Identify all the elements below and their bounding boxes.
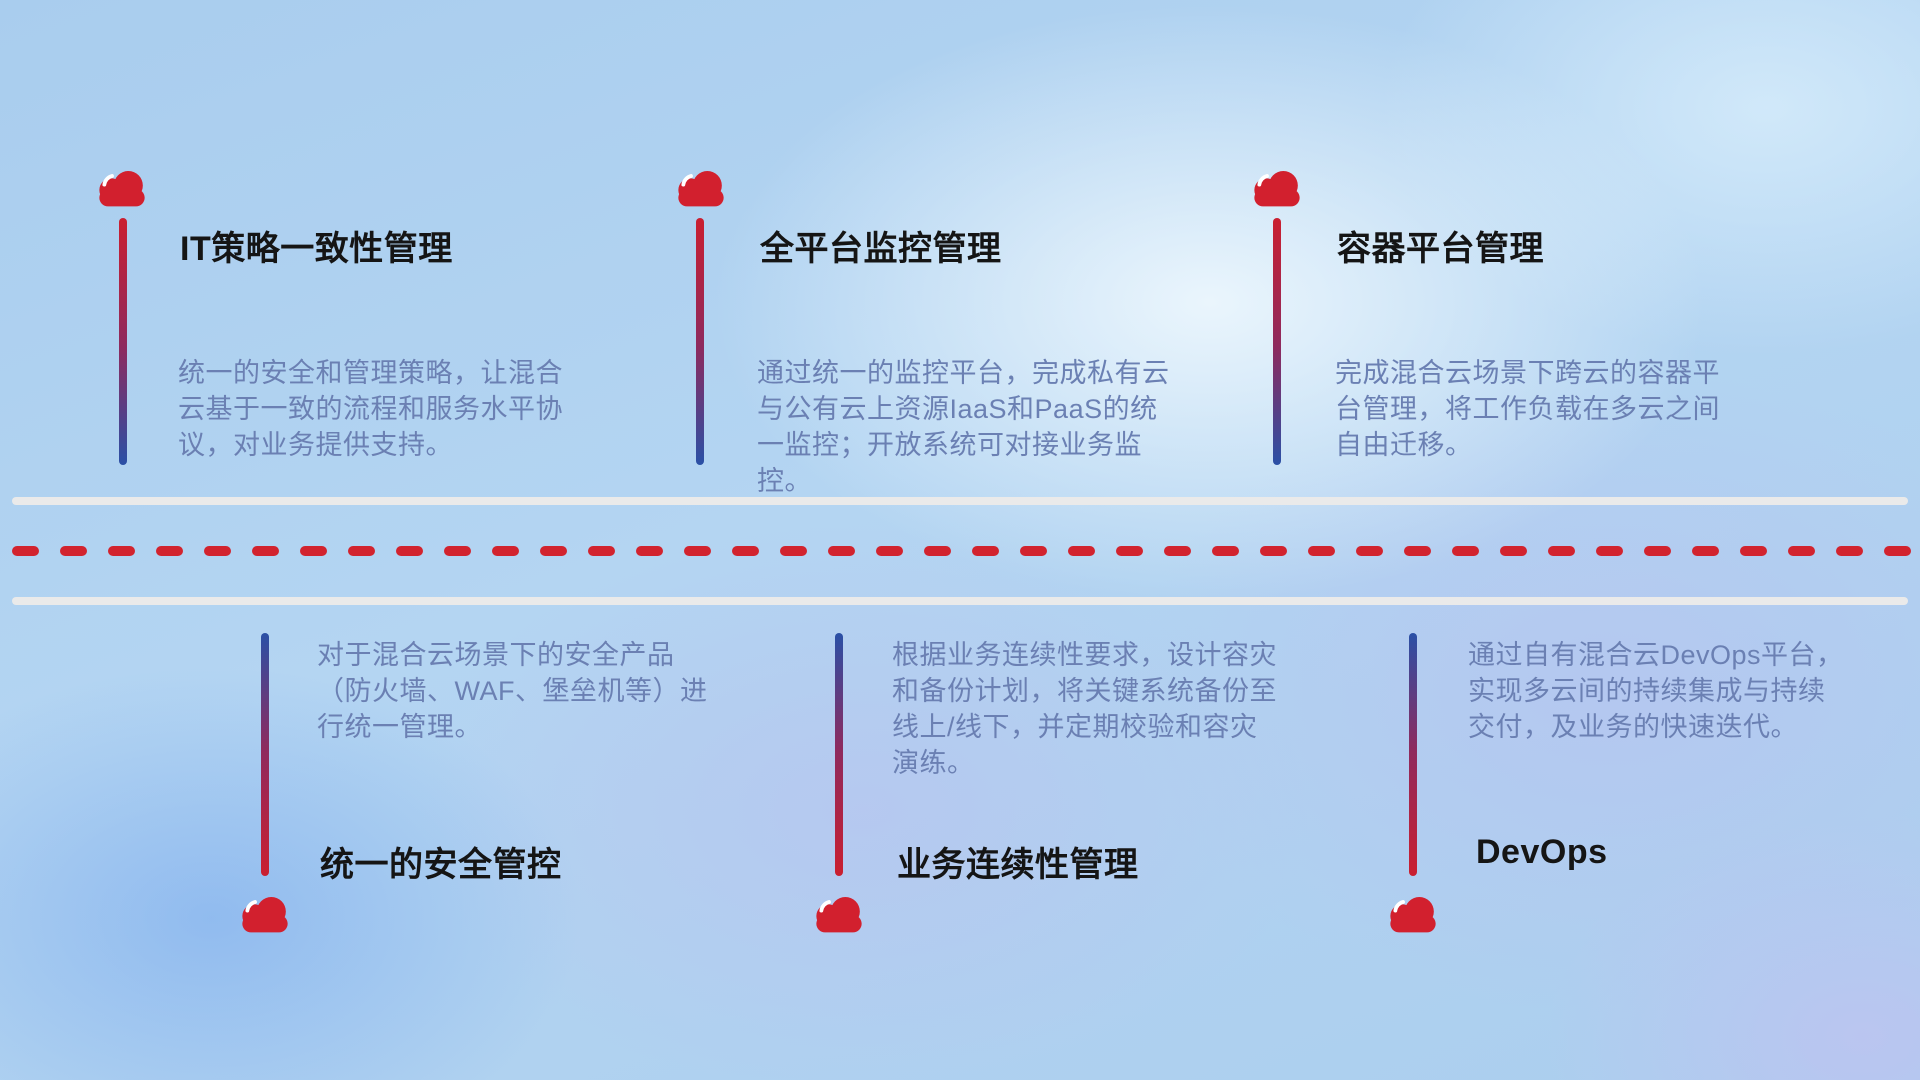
feature-description: 对于混合云场景下的安全产品（防火墙、WAF、堡垒机等）进行统一管理。 [317,640,708,742]
timeline-stem [1409,633,1417,876]
feature-description: 统一的安全和管理策略，让混合云基于一致的流程和服务水平协议，对业务提供支持。 [178,358,563,460]
feature-title: 全平台监控管理 [760,230,1002,268]
separator-line-top [12,497,1908,505]
separator-dashed-line [12,546,1913,556]
feature-title: 业务连续性管理 [897,846,1139,884]
timeline-stem [696,218,704,465]
cloud-icon [242,897,288,933]
cloud-icon [99,171,145,207]
feature-description: 根据业务连续性要求，设计容灾和备份计划，将关键系统备份至线上/线下，并定期校验和… [892,640,1277,778]
feature-description: 完成混合云场景下跨云的容器平台管理，将工作负载在多云之间自由迁移。 [1335,358,1720,460]
feature-title: DevOps [1476,833,1608,871]
timeline-stem [835,633,843,876]
cloud-icon [678,171,724,207]
cloud-icon [816,897,862,933]
feature-title: 统一的安全管控 [320,846,562,884]
feature-title: 容器平台管理 [1337,230,1544,268]
feature-description: 通过统一的监控平台，完成私有云与公有云上资源IaaS和PaaS的统一监控；开放系… [757,358,1170,496]
feature-title: IT策略一致性管理 [180,230,453,268]
cloud-icon [1390,897,1436,933]
separator-line-bottom [12,597,1908,605]
timeline-stem [119,218,127,465]
timeline-stem [1273,218,1281,465]
cloud-icon [1254,171,1300,207]
feature-description: 通过自有混合云DevOps平台，实现多云间的持续集成与持续交付，及业务的快速迭代… [1468,640,1844,742]
timeline-stem [261,633,269,876]
